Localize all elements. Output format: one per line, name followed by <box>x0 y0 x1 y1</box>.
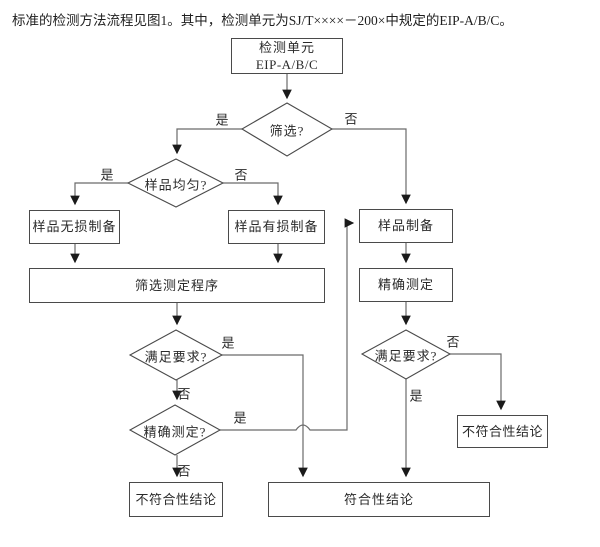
edge-screening-no <box>332 128 411 205</box>
edge-label-satisfy-left-no: 否 <box>177 386 191 402</box>
edge-label-uniform-no: 否 <box>234 167 248 183</box>
edge-label-precise-no: 否 <box>177 463 191 479</box>
node-screening-procedure: 筛选测定程序 <box>29 268 325 303</box>
node-precise-measure: 精确测定 <box>359 268 453 302</box>
edge-label-uniform-yes: 是 <box>100 167 114 183</box>
node-nonconform-right: 不符合性结论 <box>457 415 548 448</box>
node-sample-nondestructive: 样品无损制备 <box>29 210 120 244</box>
detect-unit-line1: 检测单元 <box>258 40 315 55</box>
label-uniform-q: 样品均匀? <box>144 177 208 193</box>
edge-label-screening-no: 否 <box>344 111 358 127</box>
label-satisfy-left-q: 满足要求? <box>144 349 208 365</box>
edge-uniform-no <box>223 182 283 206</box>
satisfy-right-decision-diamond <box>360 329 452 380</box>
edge-label-satisfy-right-no: 否 <box>446 334 460 350</box>
node-sample-destructive: 样品有损制备 <box>228 210 325 244</box>
satisfy-left-decision-diamond <box>128 329 224 381</box>
edge-label-satisfy-right-yes: 是 <box>409 388 423 404</box>
node-conform: 符合性结论 <box>268 482 490 517</box>
edge-label-satisfy-left-yes: 是 <box>221 335 235 351</box>
node-sample-prep: 样品制备 <box>359 209 453 243</box>
label-screening-q: 筛选? <box>269 123 305 139</box>
label-satisfy-right-q: 满足要求? <box>374 348 438 364</box>
edge-label-screening-yes: 是 <box>215 112 229 128</box>
precise-decision-diamond <box>128 404 222 456</box>
node-detect-unit: 检测单元 EIP-A/B/C <box>231 38 343 74</box>
label-precise-q: 精确测定? <box>143 424 207 440</box>
screening-decision-diamond <box>240 102 334 157</box>
detect-unit-line2: EIP-A/B/C <box>255 57 319 72</box>
uniform-decision-diamond <box>126 158 225 208</box>
edge-uniform-yes <box>70 182 128 206</box>
edge-label-precise-yes: 是 <box>233 410 247 426</box>
intro-text: 标准的检测方法流程见图1。其中，检测单元为SJ/T××××－200×中规定的EI… <box>12 13 513 28</box>
node-nonconform-left: 不符合性结论 <box>129 482 223 517</box>
edge-precise-yes <box>220 218 355 431</box>
edge-satisfy-left-yes <box>222 354 308 478</box>
edge-satisfy-right-no <box>450 353 506 411</box>
edge-screening-yes <box>172 128 242 155</box>
